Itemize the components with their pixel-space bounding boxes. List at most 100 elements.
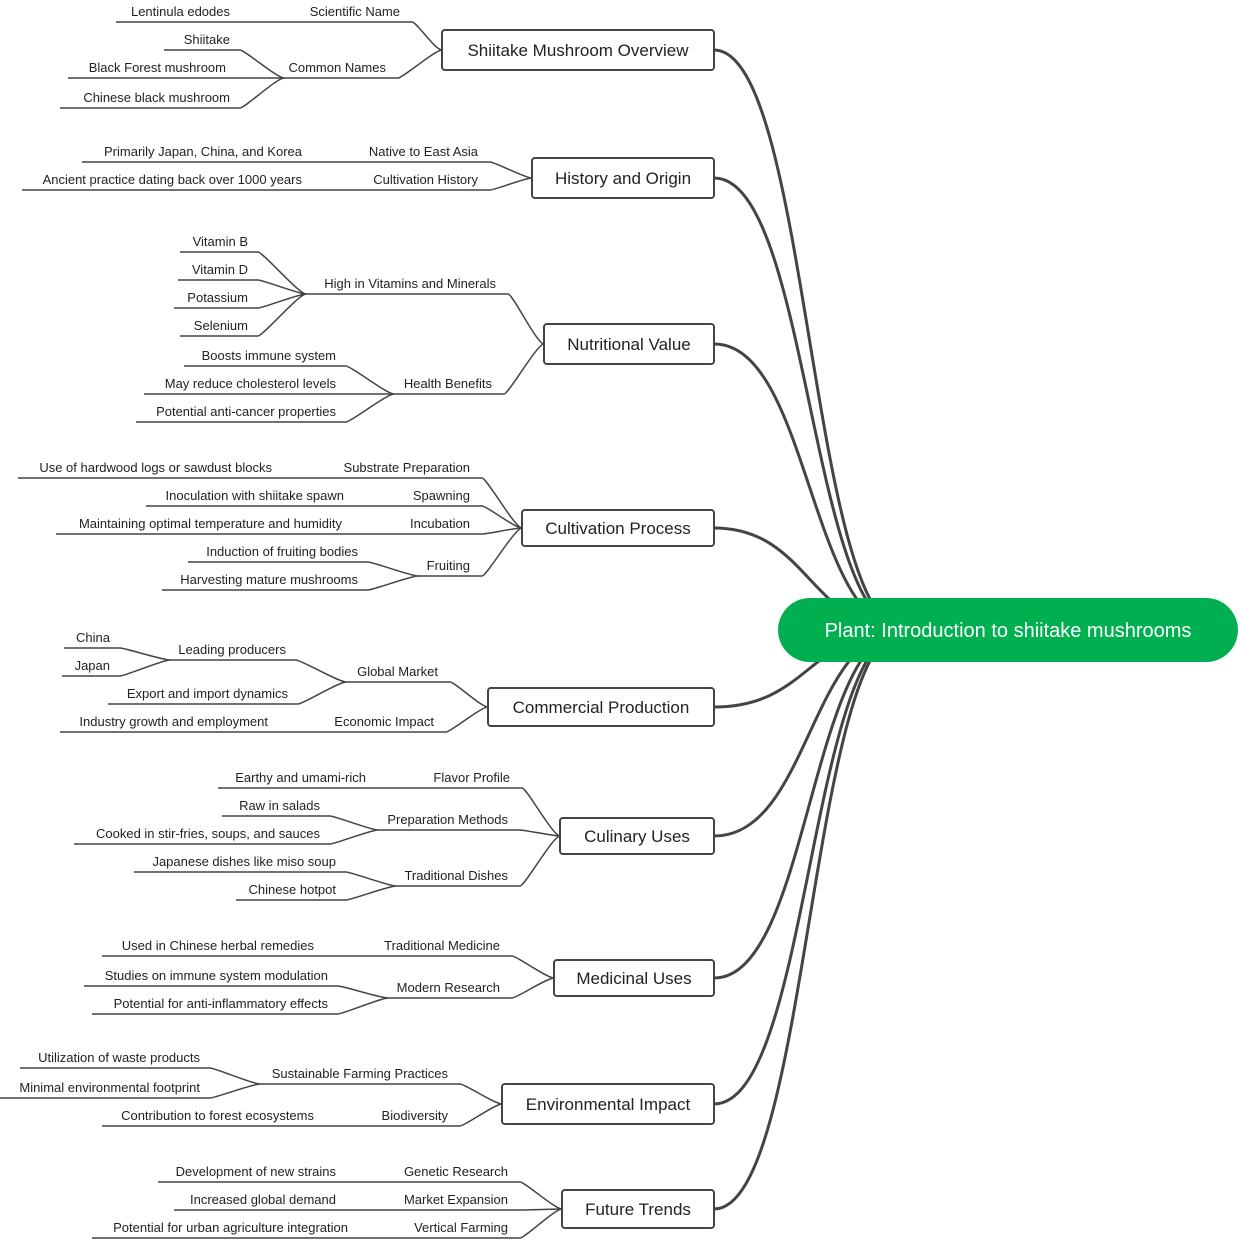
topic-box	[521, 509, 715, 547]
subtopic-label: Scientific Name	[310, 4, 400, 19]
detail-label: Chinese hotpot	[249, 882, 337, 897]
detail-label: Primarily Japan, China, and Korea	[104, 144, 303, 159]
connector	[519, 829, 561, 837]
subtopic-label: Flavor Profile	[433, 770, 510, 785]
topic-nodes: Shiitake Mushroom Overview Scientific Nam…	[19, 4, 715, 1235]
connector	[713, 628, 906, 1211]
detail-label: Shiitake	[184, 32, 230, 47]
subtopic-label: Cultivation History	[373, 172, 478, 187]
connector	[297, 681, 347, 705]
connector	[519, 1208, 563, 1211]
connector	[337, 997, 389, 1015]
connector	[295, 659, 347, 683]
topic-label: Future Trends	[585, 1200, 691, 1219]
topic-box	[531, 157, 715, 199]
topic-shiitake-mushroom-overview: Shiitake Mushroom Overview Scientific Nam…	[288, 4, 715, 75]
topic-box	[487, 687, 715, 727]
connector	[345, 871, 397, 887]
subtopic-label: Preparation Methods	[387, 812, 508, 827]
detail-label: Studies on immune system modulation	[105, 968, 328, 983]
connector	[119, 659, 171, 677]
connector	[713, 628, 906, 1106]
subtopic-label: Spawning	[413, 488, 470, 503]
topic-environmental-impact: Environmental Impact Sustainable Farming …	[272, 1066, 715, 1125]
detail-label: Export and import dynamics	[127, 686, 289, 701]
connector	[481, 527, 523, 577]
connector	[519, 1181, 563, 1210]
subtopic-label: Vertical Farming	[414, 1220, 508, 1235]
connector	[329, 815, 379, 831]
connector	[511, 977, 555, 999]
connector	[519, 1208, 563, 1239]
detail-label: Used in Chinese herbal remedies	[122, 938, 315, 953]
detail-label: Contribution to forest ecosystems	[121, 1108, 314, 1123]
connector	[511, 955, 555, 979]
detail-label: Harvesting mature mushrooms	[180, 572, 358, 587]
detail-label: Chinese black mushroom	[83, 90, 230, 105]
subtopic-label: Sustainable Farming Practices	[272, 1066, 449, 1081]
connector	[445, 706, 489, 733]
central-node: Plant: Introduction to shiitake mushroom…	[778, 598, 1238, 662]
detail-label: Inoculation with shiitake spawn	[166, 488, 345, 503]
connector	[257, 293, 307, 337]
subtopic-label: Native to East Asia	[369, 144, 479, 159]
detail-label: Potassium	[187, 290, 248, 305]
subtopic-label: Genetic Research	[404, 1164, 508, 1179]
connector	[481, 505, 523, 529]
subtopic-label: Traditional Medicine	[384, 938, 500, 953]
connector	[519, 835, 561, 887]
connector	[367, 575, 419, 591]
detail-label: Minimal environmental footprint	[19, 1080, 200, 1095]
detail-label: Ancient practice dating back over 1000 y…	[43, 172, 303, 187]
topic-box	[543, 323, 715, 365]
connector	[209, 1067, 261, 1085]
subtopic-label: Health Benefits	[404, 376, 493, 391]
detail-label: Vitamin D	[192, 262, 248, 277]
connector	[239, 77, 285, 109]
topic-label: Environmental Impact	[526, 1095, 691, 1114]
connector	[239, 49, 285, 79]
topic-label: Shiitake Mushroom Overview	[467, 41, 689, 60]
connector	[521, 787, 561, 837]
topic-box	[441, 29, 715, 71]
detail-label: Potential for urban agriculture integrat…	[113, 1220, 348, 1235]
topic-box	[561, 1189, 715, 1229]
connector	[345, 885, 397, 901]
topic-label: Nutritional Value	[567, 335, 690, 354]
connector	[507, 293, 545, 345]
connector	[481, 527, 523, 535]
detail-label: Potential anti-cancer properties	[156, 404, 336, 419]
central-node-label: Plant: Introduction to shiitake mushroom…	[825, 620, 1192, 642]
topic-label: History and Origin	[555, 169, 691, 188]
connector	[713, 176, 906, 632]
central-node-box	[778, 598, 1238, 662]
subtopic-label: Substrate Preparation	[344, 460, 470, 475]
connector	[411, 21, 443, 51]
subtopic-label: Modern Research	[397, 980, 500, 995]
detail-label: Utilization of waste products	[38, 1050, 200, 1065]
subtopic-label: Incubation	[410, 516, 470, 531]
connector	[459, 1083, 503, 1105]
connector	[345, 365, 395, 395]
subtopic-label: Global Market	[357, 664, 438, 679]
connector	[257, 251, 307, 295]
connector	[209, 1083, 261, 1099]
detail-label: Raw in salads	[239, 798, 320, 813]
connector	[397, 49, 443, 79]
detail-label: Boosts immune system	[202, 348, 336, 363]
detail-label: Cooked in stir-fries, soups, and sauces	[96, 826, 320, 841]
detail-label: Leading producers	[178, 642, 286, 657]
connector	[257, 279, 307, 295]
detail-label: Selenium	[194, 318, 248, 333]
topic-box	[553, 959, 715, 997]
connector	[503, 343, 545, 395]
topic-box	[559, 817, 715, 855]
detail-label: Japanese dishes like miso soup	[152, 854, 336, 869]
topic-label: Culinary Uses	[584, 827, 690, 846]
